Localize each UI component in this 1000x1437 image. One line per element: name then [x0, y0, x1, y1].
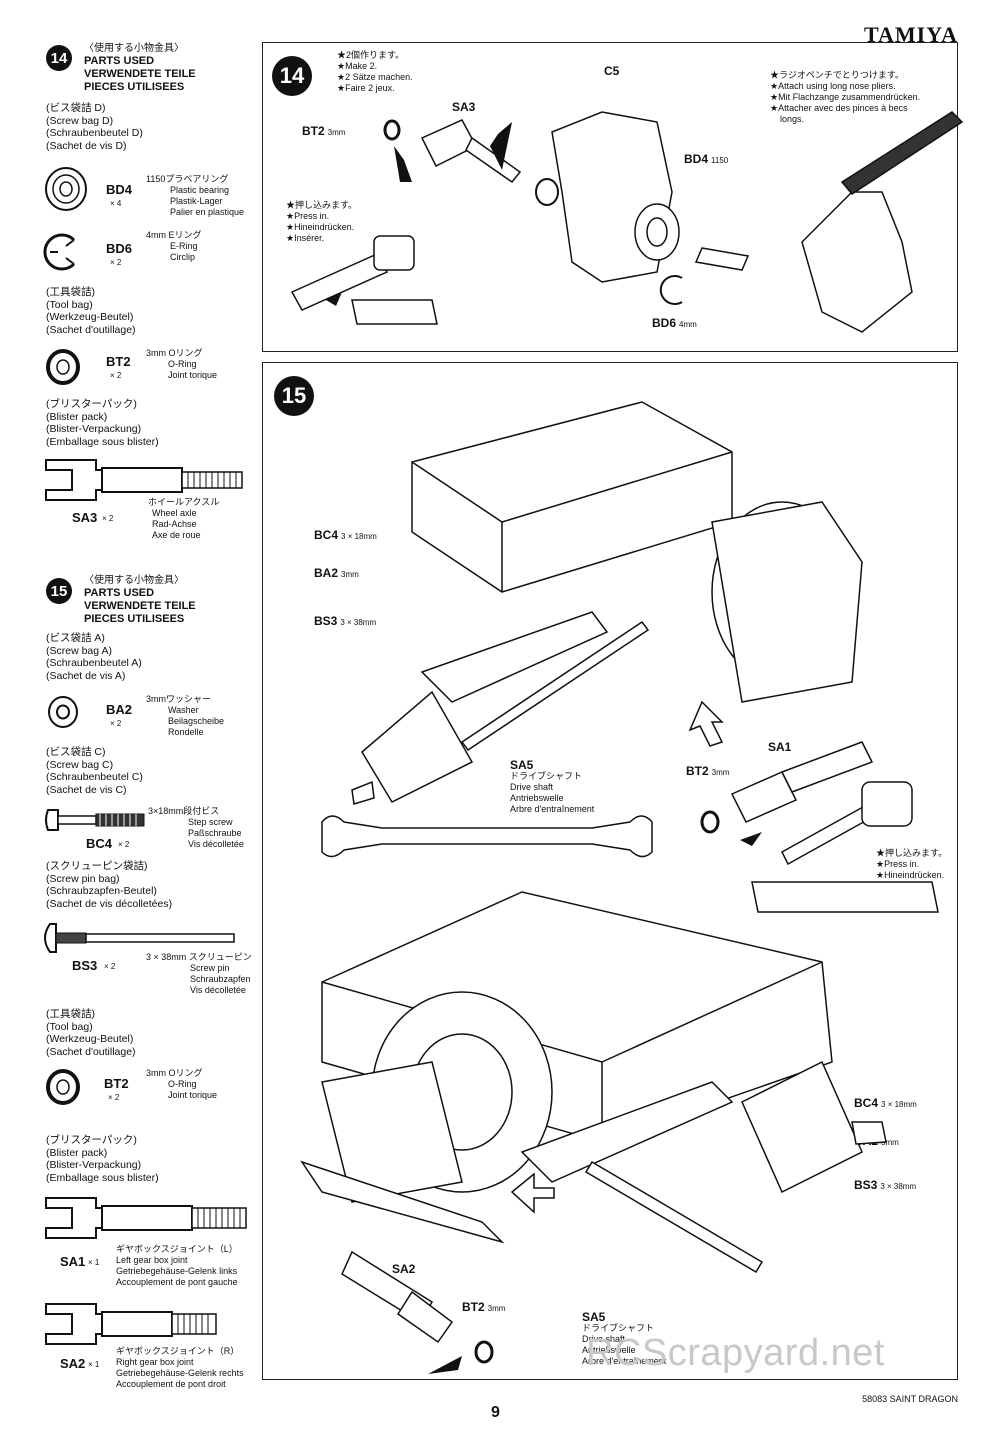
sa3-callout: SA3: [452, 100, 476, 114]
bd6-desc: 4mm Eリング E-Ring Circlip: [146, 230, 202, 262]
right-gearbox-joint-icon: [45, 1303, 217, 1345]
o-ring-icon: [46, 1069, 80, 1105]
o-ring-icon: [46, 349, 80, 385]
bt2-code-2: BT2: [104, 1076, 129, 1091]
sa1-desc: ギヤボックスジョイント（L） Left gear box joint Getri…: [116, 1244, 238, 1287]
washer-icon: [48, 696, 78, 728]
screw-bag-c-label: (ビス袋詰 C) (Screw bag C) (Schraubenbeutel …: [46, 746, 143, 796]
sa2-callout: SA2: [392, 1262, 416, 1276]
bc4-desc: 3×18mm段付ビス Step screw Paßschraube Vis dé…: [148, 806, 244, 849]
watermark: RCScrapyard.net: [586, 1332, 885, 1374]
e-ring-icon: [43, 233, 76, 271]
sa3-code: SA3: [72, 510, 98, 525]
step-15-parts-heading: 〈使用する小物金具〉 PARTS USED VERWENDETE TEILE P…: [84, 575, 196, 625]
step-14-panel: [262, 42, 958, 352]
bd4-desc: 1150プラベアリング Plastic bearing Plastik-Lage…: [146, 174, 245, 217]
bs3-code: BS3: [72, 958, 98, 973]
make-2-note: ★2個作ります。 ★Make 2. ★2 Sätze machen. ★Fair…: [337, 50, 413, 93]
bt2-desc-2: 3mm Oリング O-Ring Joint torique: [146, 1068, 218, 1100]
step-14-large-badge: 14: [272, 56, 312, 96]
model-title: 58083 SAINT DRAGON: [862, 1394, 958, 1404]
page-number: 9: [491, 1404, 500, 1421]
bd6-code: BD6: [106, 241, 133, 256]
bt2-qty: × 2: [110, 371, 122, 380]
bs3-desc: 3 × 38mm スクリューピン Screw pin Schraubzapfen…: [146, 952, 252, 995]
blister-pack-2-label: (ブリスターパック) (Blister pack) (Blister-Verpa…: [46, 1134, 159, 1184]
screw-bag-d-label: (ビス袋詰 D) (Screw bag D) (Schraubenbeutel …: [46, 102, 143, 152]
bs3-qty: × 2: [104, 962, 116, 971]
press-in-note: ★押し込みます。 ★Press in. ★Hineindrücken. ★Ins…: [286, 200, 358, 243]
sa3-qty: × 2: [102, 514, 114, 523]
sa1-code: SA1: [60, 1254, 86, 1269]
pliers-note: ★ラジオペンチでとりつけます。 ★Attach using long nose …: [770, 70, 921, 124]
left-gearbox-joint-icon: [45, 1197, 247, 1239]
sa3-desc: ホイールアクスル Wheel axle Rad-Achse Axe de rou…: [148, 497, 220, 540]
ba2-qty: × 2: [110, 719, 122, 728]
wheel-axle-icon: [45, 459, 243, 501]
sa2-code: SA2: [60, 1356, 86, 1371]
ba2-code: BA2: [106, 702, 133, 717]
bd4-qty: × 4: [110, 199, 122, 208]
screw-pin-bag-label: (スクリューピン袋詰) (Screw pin bag) (Schraubzapf…: [46, 860, 173, 910]
screw-bag-a-label: (ビス袋詰 A) (Screw bag A) (Schraubenbeutel …: [46, 632, 142, 682]
c5-callout: C5: [604, 64, 620, 78]
step-14-illustration: [290, 111, 964, 333]
bd4-code: BD4: [106, 182, 133, 197]
bearing-icon: [45, 167, 87, 211]
step-15-large-badge: 15: [274, 376, 314, 416]
step-15-badge: 15: [46, 578, 72, 604]
bt2-code: BT2: [106, 354, 131, 369]
ba2-desc: 3mmワッシャー Washer Beilagscheibe Rondelle: [146, 694, 225, 737]
step-15-illustration: [300, 401, 939, 1374]
bd6-qty: × 2: [110, 258, 122, 267]
step-14-parts-heading: 〈使用する小物金具〉 PARTS USED VERWENDETE TEILE P…: [84, 43, 196, 93]
sa5-note-bottom: SA5 ドライブシャフト Drive shaft Antriebswelle A…: [582, 1310, 667, 1366]
sa5-note-top: SA5 ドライブシャフト Drive shaft Antriebswelle A…: [510, 758, 595, 814]
bc4-code: BC4: [86, 836, 113, 851]
step-15-panel: [262, 362, 958, 1380]
bc4-qty: × 2: [118, 840, 130, 849]
sa1-qty: × 1: [88, 1258, 100, 1267]
bt2-qty-2: × 2: [108, 1093, 120, 1102]
sa1-callout: SA1: [768, 740, 792, 754]
tool-bag-2-label: (工具袋詰) (Tool bag) (Werkzeug-Beutel) (Sac…: [46, 1008, 136, 1058]
screw-pin-icon: [44, 923, 235, 953]
bt2-desc: 3mm Oリング O-Ring Joint torique: [146, 348, 218, 380]
sa2-qty: × 1: [88, 1360, 100, 1369]
step-screw-icon: [45, 809, 145, 831]
blister-pack-label: (ブリスターパック) (Blister pack) (Blister-Verpa…: [46, 398, 159, 448]
tool-bag-label: (工具袋詰) (Tool bag) (Werkzeug-Beutel) (Sac…: [46, 286, 136, 336]
step-14-badge: 14: [46, 45, 72, 71]
sa2-desc: ギヤボックスジョイント（R） Right gear box joint Getr…: [116, 1346, 244, 1389]
